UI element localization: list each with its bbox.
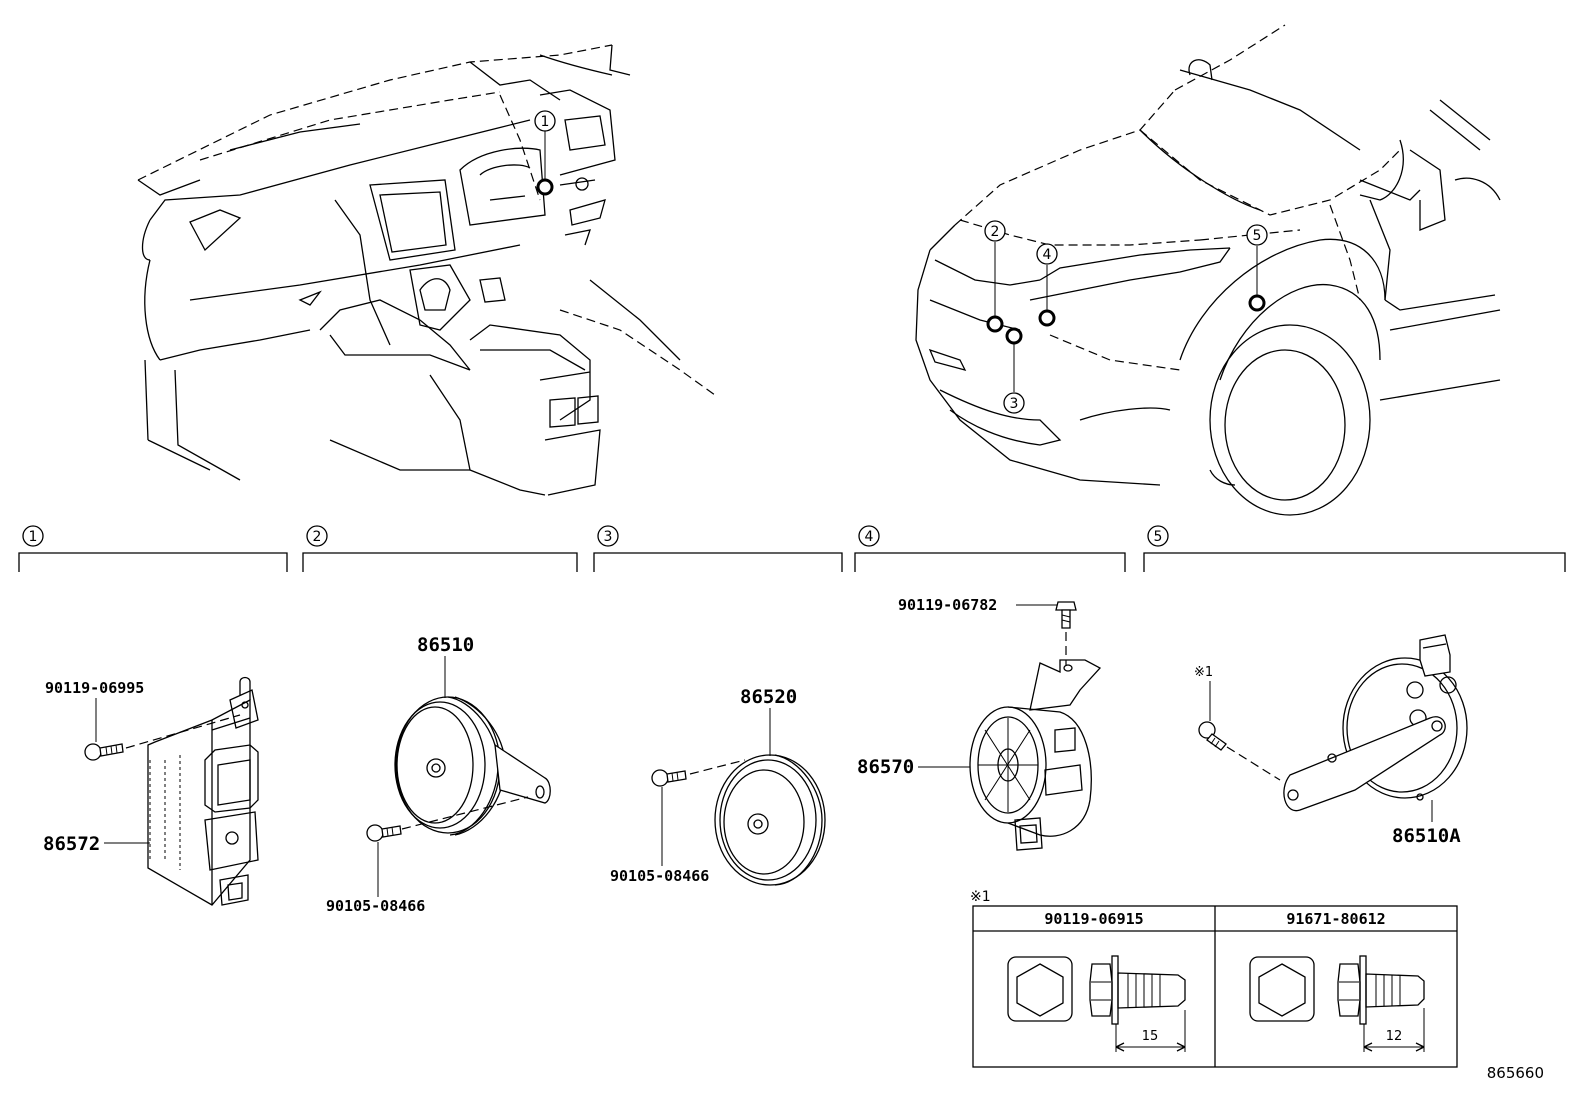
svg-text:4: 4 [1043, 247, 1052, 263]
part-86520-horn [689, 754, 826, 886]
location-marker-4: 4 [1036, 243, 1058, 327]
table-col2-header: 91671-80612 [1286, 910, 1385, 928]
ref-circle-1 [534, 110, 556, 132]
part-86510-horn [394, 696, 551, 836]
section-header-3: 3 [593, 525, 843, 572]
part-86570-siren [969, 659, 1102, 851]
label-86510: 86510 [417, 634, 474, 656]
part-note1-bolt [1198, 681, 1227, 751]
label-90119-06995: 90119-06995 [45, 679, 144, 697]
location-marker-5: 5 [1246, 224, 1268, 312]
part-90119-06995-bolt [84, 698, 241, 761]
svg-text:5: 5 [1253, 228, 1262, 244]
drawing-number: 865660 [1487, 1064, 1544, 1082]
table-col2-length: 12 [1386, 1029, 1403, 1044]
label-90119-06782: 90119-06782 [898, 596, 997, 614]
svg-text:2: 2 [313, 529, 322, 545]
svg-text:2: 2 [991, 224, 1000, 240]
label-86520: 86520 [740, 686, 797, 708]
part-86572-computer [147, 676, 259, 906]
label-90105-08466-b: 90105-08466 [610, 867, 709, 885]
car-illustration [915, 24, 1501, 516]
svg-text:1: 1 [29, 529, 38, 545]
label-90105-08466-a: 90105-08466 [326, 897, 425, 915]
part-90119-06782-bolt [1016, 601, 1077, 665]
svg-text:4: 4 [865, 529, 874, 545]
bolt-variant-table [972, 905, 1458, 1068]
svg-text:5: 5 [1154, 529, 1163, 545]
table-note-mark: ※1 [970, 889, 991, 905]
table-col1-header: 90119-06915 [1044, 910, 1143, 928]
part-90105-08466-bolt-a [366, 824, 402, 897]
svg-text:3: 3 [604, 529, 613, 545]
table-col1-length: 15 [1142, 1029, 1159, 1044]
dashboard-illustration [137, 44, 716, 496]
section-header-2: 2 [302, 525, 578, 572]
location-marker-2: 2 [984, 220, 1006, 333]
part-86510A-horn [1226, 634, 1468, 812]
bolt-91671-80612-drawing [1249, 955, 1425, 1052]
section-header-1: 1 [18, 525, 288, 572]
label-note1-bolt: ※1 [1194, 665, 1213, 680]
label-86570: 86570 [857, 756, 914, 778]
location-marker-3: 3 [1003, 327, 1025, 414]
location-marker-1: 1 [534, 110, 556, 196]
label-86572: 86572 [43, 833, 100, 855]
ref-label-1: 1 [541, 114, 550, 130]
svg-text:3: 3 [1010, 396, 1019, 412]
part-90105-08466-bolt-b [651, 769, 687, 866]
section-header-4: 4 [854, 525, 1126, 572]
section-header-5: 5 [1143, 525, 1566, 572]
bolt-90119-06915-drawing [1007, 955, 1186, 1052]
label-86510A: 86510A [1392, 825, 1461, 847]
